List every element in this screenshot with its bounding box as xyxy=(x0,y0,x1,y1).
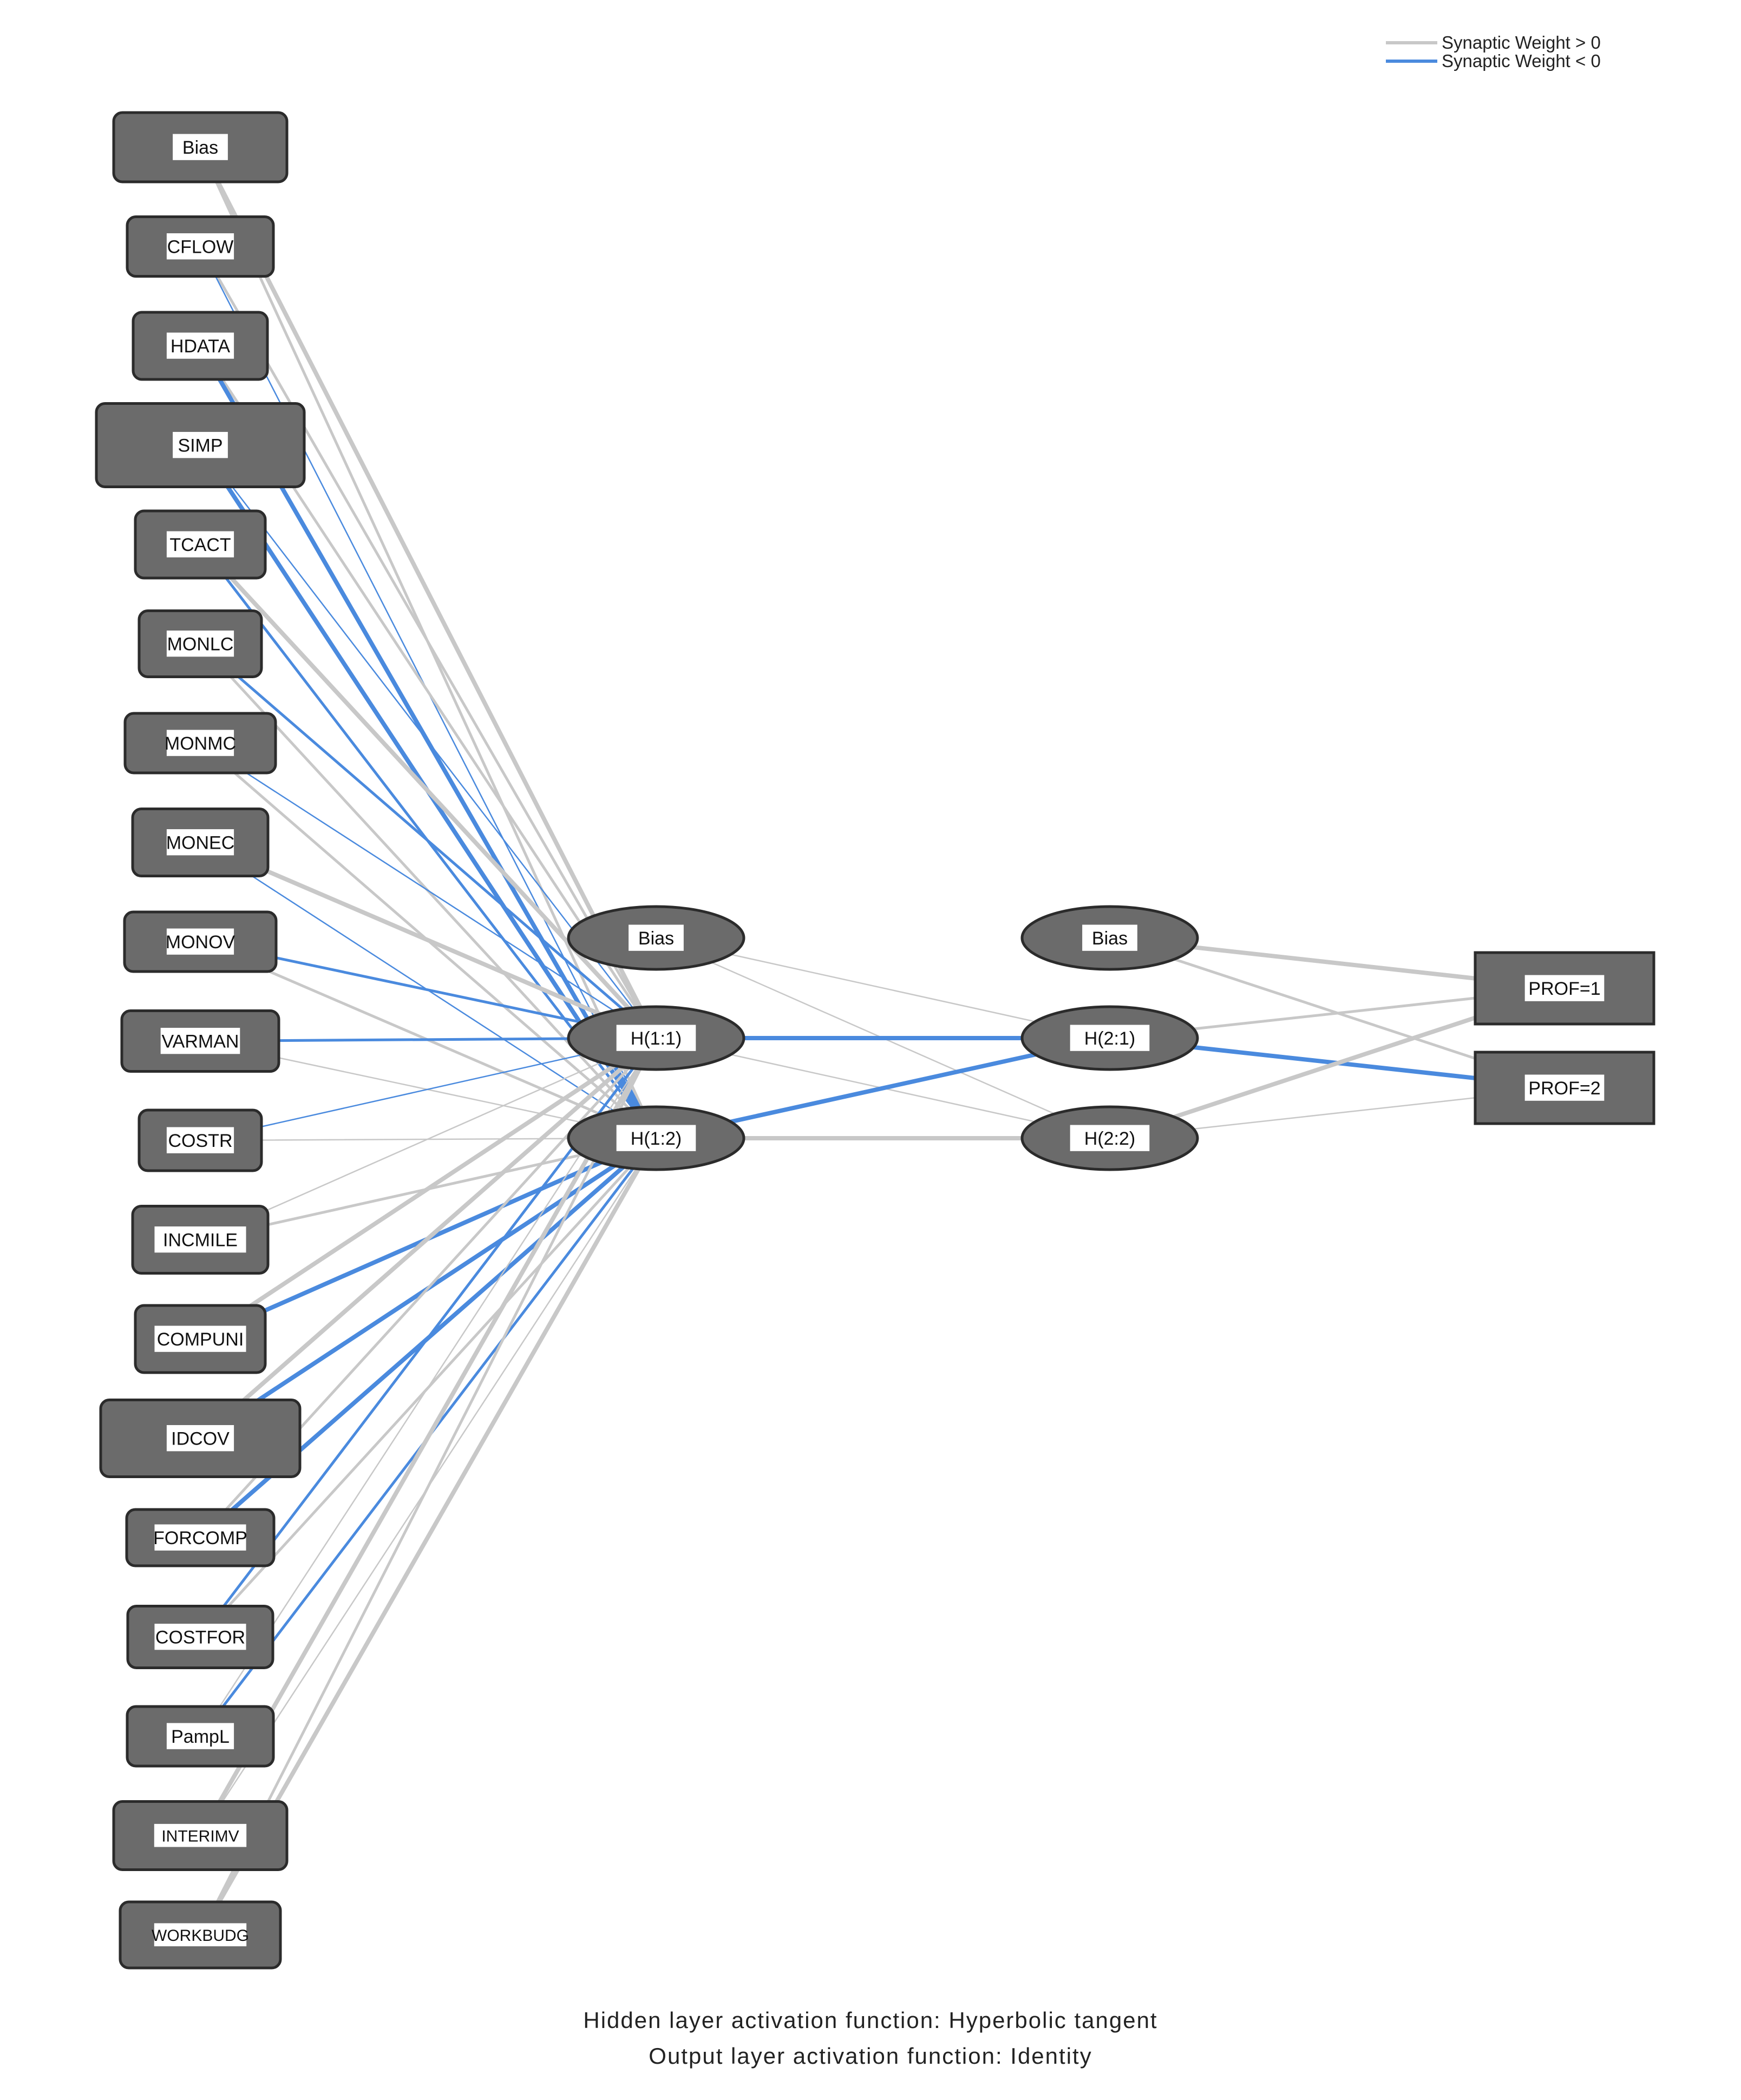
hidden1-node-h-1-2-label: H(1:2) xyxy=(631,1128,682,1149)
input-node-interimv-label-bg xyxy=(154,1823,247,1847)
input-node-workbudg-label: WORKBUDG xyxy=(152,1927,249,1945)
input-node-idcov-label: IDCOV xyxy=(171,1429,230,1449)
input-node-incmile-label-bg xyxy=(154,1226,246,1253)
connection-cflow-to-h-1-1 xyxy=(199,245,658,1040)
hidden2-node-h-2-2-label-bg xyxy=(1070,1125,1150,1151)
input-node-costr-label: COSTR xyxy=(168,1131,233,1151)
hidden2-node-bias-label: Bias xyxy=(1092,928,1128,949)
legend-swatch-negative xyxy=(1386,60,1437,63)
legend-label-positive: Synaptic Weight > 0 xyxy=(1442,32,1601,52)
nodes-layer: BiasCFLOWHDATASIMPTCACTMONLCMONMCMONECMO… xyxy=(95,111,1655,1970)
hidden1-node-h-1-1-label: H(1:1) xyxy=(631,1028,682,1049)
input-node-monmc-label-bg xyxy=(166,730,234,756)
connections-layer xyxy=(198,145,1567,1937)
input-node-incmile-label: INCMILE xyxy=(163,1230,238,1251)
input-node-monov-label-bg xyxy=(166,928,234,955)
hidden1-node-h-1-2-label-bg xyxy=(616,1125,696,1151)
connection-bias-to-h-1-1 xyxy=(198,145,658,1040)
hidden2-node-bias-label-bg xyxy=(1082,924,1137,951)
input-node-compuni-label: COMPUNI xyxy=(157,1329,244,1350)
connection-monec-to-h-1-1 xyxy=(198,840,658,1040)
input-node-hdata-label: HDATA xyxy=(171,336,231,357)
output-node-prof-1-label: PROF=1 xyxy=(1528,979,1600,999)
connection-idcov-to-h-1-1 xyxy=(198,1036,658,1441)
input-node-tcact-label-bg xyxy=(166,531,234,557)
input-node-varman-label: VARMAN xyxy=(162,1032,239,1052)
input-node-forcomp-label: FORCOMP xyxy=(153,1528,247,1548)
hidden2-node-h-2-1-label-bg xyxy=(1070,1025,1150,1051)
connection-compuni-to-h-1-1 xyxy=(198,1036,658,1341)
input-node-monlc-label-bg xyxy=(166,631,234,657)
input-node-tcact-label: TCACT xyxy=(169,535,231,555)
input-node-idcov-label-bg xyxy=(166,1425,234,1452)
input-node-bias-label-bg xyxy=(173,134,228,160)
input-node-simp-label-bg xyxy=(173,432,228,458)
input-node-workbudg-label-bg xyxy=(154,1923,247,1946)
input-node-costr-label-bg xyxy=(166,1127,234,1153)
connection-monlc-to-h-1-1 xyxy=(199,642,658,1040)
output-node-prof-2-label-bg xyxy=(1524,1074,1605,1101)
hidden1-node-h-1-1-label-bg xyxy=(616,1025,696,1051)
input-node-cflow-label: CFLOW xyxy=(167,237,234,258)
input-node-compuni-label-bg xyxy=(154,1325,246,1352)
input-node-monec-label: MONEC xyxy=(166,833,235,854)
legend-label-negative: Synaptic Weight < 0 xyxy=(1442,51,1601,71)
input-node-pampl-label-bg xyxy=(166,1723,234,1749)
captions: Hidden layer activation function: Hyperb… xyxy=(0,2003,1741,2074)
input-node-interimv-label: INTERIMV xyxy=(161,1827,239,1845)
connection-workbudg-to-h-1-1 xyxy=(199,1036,658,1937)
output-activation-caption: Output layer activation function: Identi… xyxy=(649,2043,1092,2069)
hidden1-node-bias-label: Bias xyxy=(638,928,674,949)
connection-interimv-to-h-1-1 xyxy=(198,1036,658,1838)
connection-tcact-to-h-1-1 xyxy=(198,542,658,1040)
hidden2-node-h-2-2-label: H(2:2) xyxy=(1084,1128,1135,1149)
input-node-cflow-label-bg xyxy=(166,233,234,260)
hidden-activation-caption: Hidden layer activation function: Hyperb… xyxy=(583,2007,1158,2033)
connection-monmc-to-h-1-1 xyxy=(199,742,657,1039)
input-node-monlc-label: MONLC xyxy=(167,634,234,655)
hidden2-node-h-2-1-label: H(2:1) xyxy=(1084,1028,1135,1049)
output-node-prof-2-label: PROF=2 xyxy=(1528,1078,1600,1099)
input-node-bias-label: Bias xyxy=(182,137,218,158)
input-node-simp-label: SIMP xyxy=(178,436,222,456)
input-node-monov-label: MONOV xyxy=(166,932,235,953)
connection-incmile-to-h-1-1 xyxy=(199,1037,657,1241)
legend-swatch-positive xyxy=(1386,41,1437,44)
output-node-prof-1-label-bg xyxy=(1524,975,1605,1001)
input-node-monec-label-bg xyxy=(166,829,234,856)
input-node-monmc-label: MONMC xyxy=(165,733,236,754)
hidden1-node-bias-label-bg xyxy=(629,924,684,951)
input-node-pampl-label: PampL xyxy=(171,1727,230,1747)
input-node-forcomp-label-bg xyxy=(154,1524,246,1551)
input-node-costfor-label: COSTFOR xyxy=(155,1628,245,1648)
input-node-varman-label-bg xyxy=(160,1028,240,1054)
input-node-hdata-label-bg xyxy=(166,332,234,359)
input-node-costfor-label-bg xyxy=(154,1624,246,1650)
